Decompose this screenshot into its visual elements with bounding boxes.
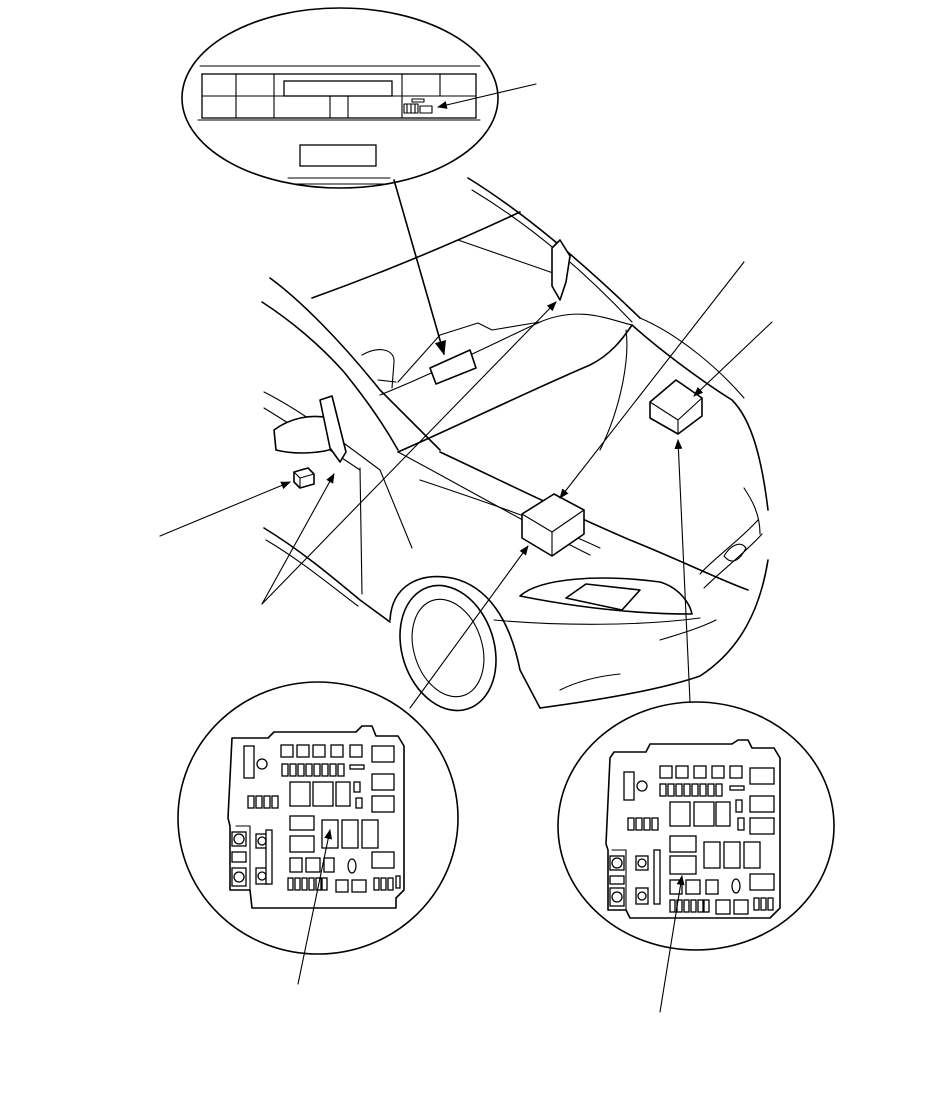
fuse-box-detail-left: [177, 681, 459, 985]
relay-leader: [159, 481, 291, 537]
detail-circle-outline: [181, 7, 499, 189]
fuse-box-outline-right: [605, 739, 781, 919]
fuse-left-pointer: [297, 829, 333, 985]
leader-lines: [159, 261, 773, 709]
rear-view-mirror: [551, 239, 571, 301]
detail-circle-left: [177, 681, 459, 955]
box-b-top-leader: [693, 321, 773, 397]
detail-circle-right: [557, 701, 835, 951]
fuse-right-pointer: [659, 875, 685, 1013]
fuse-box-a-shape: [521, 493, 585, 557]
under-hood-box-b: [649, 379, 703, 435]
dashboard-label: [429, 349, 477, 385]
under-hood-box-a: [521, 493, 585, 557]
side-leader: [261, 473, 335, 605]
label-leader-line: [393, 179, 446, 356]
relay-icon: [293, 467, 315, 489]
fuse-box-b-shape: [649, 379, 703, 435]
grille: [699, 519, 763, 589]
label-sticker: [299, 144, 377, 167]
pictogram-leader-line: [437, 83, 537, 109]
car-body: [261, 177, 769, 712]
box-b-detail-leader: [674, 439, 691, 703]
front-wheel: [399, 584, 497, 712]
warning-pictogram-icon: [403, 98, 433, 114]
box-a-detail-leader: [409, 545, 529, 709]
box-a-top-leader: [559, 261, 745, 499]
label-window: [283, 80, 393, 97]
fuse-box-detail-right: [557, 701, 835, 1013]
label-detail-callout: [181, 7, 537, 356]
mirror-leader: [261, 301, 557, 605]
dash-relay: [293, 467, 315, 489]
